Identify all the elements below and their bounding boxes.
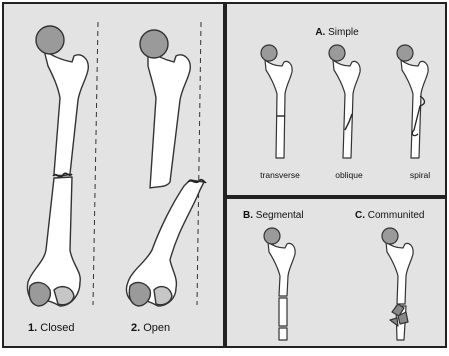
communited-letter: C. (355, 210, 365, 221)
label-open-num: 2. (131, 322, 140, 334)
type-oblique: oblique (335, 170, 363, 180)
type-transverse: transverse (260, 170, 300, 180)
label-closed: 1. Closed (28, 322, 74, 334)
simple-title-text: Simple (325, 27, 359, 38)
simple-title: A. Simple (315, 27, 359, 38)
label-open-text: Open (140, 322, 170, 334)
type-spiral: spiral (410, 170, 430, 180)
simple-letter: A. (315, 27, 325, 38)
label-closed-text: Closed (37, 322, 74, 334)
communited-title-text: Communited (365, 210, 424, 221)
segmental-title: B. Segmental (243, 210, 304, 221)
label-closed-num: 1. (28, 322, 37, 334)
segmental-title-text: Segmental (253, 210, 304, 221)
segmental-letter: B. (243, 210, 253, 221)
communited-title: C. Communited (355, 210, 424, 221)
label-open: 2. Open (131, 322, 170, 334)
